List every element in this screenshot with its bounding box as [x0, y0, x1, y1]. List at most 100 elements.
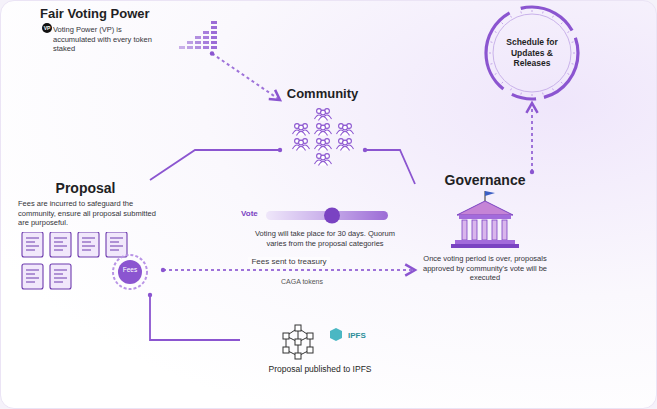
bar-block — [211, 26, 217, 29]
connector — [163, 269, 415, 271]
node-illustration — [445, 191, 525, 251]
node-heading: Community — [280, 86, 365, 102]
diagram-label: Fees — [118, 266, 142, 274]
tick — [520, 11, 522, 13]
tick — [511, 89, 512, 91]
connector-dot — [148, 293, 152, 297]
connector-dot — [161, 268, 165, 272]
diagram-node: Community — [280, 86, 365, 166]
column — [462, 220, 467, 240]
people-icon — [292, 124, 309, 136]
tick — [568, 74, 570, 75]
diagram-node: Schedule for Updates & Releases — [482, 3, 582, 103]
tick — [542, 11, 544, 13]
network-cube — [295, 353, 301, 359]
document-icon — [22, 232, 43, 257]
tick — [511, 16, 512, 18]
node-body: Voting Power (VP) is accumulated with ev… — [53, 25, 165, 54]
tick — [495, 32, 497, 33]
bar-block — [187, 41, 193, 44]
connector — [150, 150, 280, 180]
edge-label: Fees sent to treasury — [248, 257, 329, 267]
fees-coin — [118, 260, 142, 284]
coin-ring — [113, 255, 147, 289]
connector-dot — [278, 148, 282, 152]
connector — [365, 150, 415, 184]
tick — [490, 41, 492, 43]
bar-block — [211, 41, 217, 44]
tick — [495, 74, 497, 75]
people-icon — [314, 124, 331, 136]
tick — [502, 23, 503, 24]
people-icon — [292, 139, 309, 151]
column — [492, 220, 497, 240]
document-icon — [78, 232, 99, 257]
roof — [457, 201, 513, 215]
connector-dot — [210, 51, 214, 55]
people-icon — [336, 139, 353, 151]
node-heading: Proposal published to IPFS — [240, 322, 400, 375]
flag — [485, 191, 495, 196]
document-icon — [106, 232, 127, 257]
network-cube — [307, 333, 313, 339]
diagram-label: IPFS — [348, 331, 366, 340]
schedule-inner-ring — [493, 14, 571, 92]
tick — [532, 10, 533, 12]
diagram-node: Proposal published to IPFSIPFS — [240, 322, 400, 375]
diagram-label: VP — [42, 23, 52, 33]
document-icon — [22, 264, 43, 289]
bar-block — [211, 31, 217, 34]
bar-block — [195, 46, 201, 49]
tick — [542, 93, 544, 95]
bar-block — [203, 31, 209, 34]
bar-block — [203, 41, 209, 44]
bar-block — [195, 36, 201, 39]
people-icon — [336, 124, 353, 136]
tick — [489, 53, 491, 54]
network-cube — [295, 325, 301, 331]
connector — [150, 295, 240, 340]
column — [502, 220, 507, 240]
diagram-label: CAGA tokens — [262, 278, 342, 285]
network-cube — [283, 347, 289, 353]
bar-block — [195, 41, 201, 44]
node-illustration — [288, 104, 358, 166]
people-icon — [314, 154, 331, 166]
bar-block — [211, 46, 217, 49]
base — [455, 240, 515, 244]
tick — [532, 94, 533, 96]
tick — [573, 53, 575, 54]
document-icon — [50, 264, 71, 289]
connector — [531, 103, 533, 172]
tick — [490, 63, 492, 65]
column — [472, 220, 477, 240]
connector-dot — [530, 170, 534, 174]
document-icon — [50, 232, 71, 257]
network-cube — [283, 333, 289, 339]
node-illustration — [18, 232, 163, 294]
connector — [212, 54, 280, 101]
tick — [561, 23, 562, 24]
tick — [568, 32, 570, 33]
tick — [520, 93, 522, 95]
bar-block — [203, 36, 209, 39]
ipfs-logo — [330, 328, 342, 341]
people-icon — [314, 139, 331, 151]
base — [451, 244, 519, 248]
tick — [572, 41, 574, 43]
node-heading: Fair Voting Power — [30, 6, 225, 22]
bar-block — [211, 36, 217, 39]
node-body: Once voting period is over, proposals ap… — [422, 254, 548, 283]
node-illustration — [175, 8, 225, 54]
node-body: Fees are incurred to safeguard the commu… — [18, 199, 156, 228]
diagram-node: Fair Voting PowerVoting Power (VP) is ac… — [30, 6, 225, 54]
tick — [572, 63, 574, 65]
node-illustration — [278, 322, 348, 362]
column — [482, 220, 487, 240]
tick — [502, 82, 503, 83]
connector-dot — [363, 148, 367, 152]
diagram-label: Vote — [241, 209, 258, 218]
people-icon — [314, 109, 331, 121]
diagram-node: ProposalFees are incurred to safeguard t… — [18, 180, 163, 295]
diagram-label: Voting will take place for 30 days. Quor… — [250, 229, 400, 248]
